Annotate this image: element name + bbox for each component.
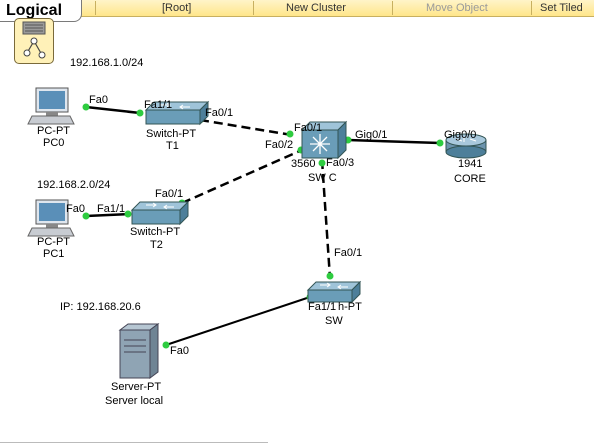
link-light: [326, 272, 334, 280]
device-name-label: SW C: [308, 172, 337, 184]
pc0-device[interactable]: [27, 87, 75, 125]
link-light: [162, 341, 170, 349]
device-type-label: PC-PT: [37, 236, 70, 248]
server-icon: [118, 323, 160, 379]
link-light: [286, 130, 294, 138]
switch-sw-device[interactable]: [306, 280, 362, 304]
new-cluster-button[interactable]: New Cluster: [286, 2, 346, 14]
port-label: Fa0/1: [155, 188, 183, 200]
port-label: Fa0/2: [265, 139, 293, 151]
port-label: Fa0/1: [294, 122, 322, 134]
device-name-label: T1: [166, 140, 179, 152]
link-light: [124, 210, 132, 218]
link-light: [318, 159, 326, 167]
device-name-label: T2: [150, 239, 163, 251]
link-pc1-t2[interactable]: [85, 212, 131, 218]
port-label: Fa1/1: [97, 203, 125, 215]
link-t1-swc[interactable]: [199, 118, 293, 137]
logical-mode-tab[interactable]: Logical: [0, 0, 82, 22]
multilayer-switch-swc-device[interactable]: [300, 120, 348, 160]
link-light: [436, 139, 444, 147]
port-label: Fa0/1: [334, 247, 362, 259]
navigation-button[interactable]: [14, 18, 54, 64]
port-label: Fa0/3: [326, 157, 354, 169]
device-name-label: CORE: [454, 173, 486, 185]
link-pc0-t1[interactable]: [85, 105, 141, 115]
port-label: Gig0/1: [355, 129, 387, 141]
canvas-bottom-divider: [0, 442, 268, 443]
link-light: [82, 103, 90, 111]
pc-icon: [27, 87, 75, 125]
cluster-navigation-icon: [22, 21, 46, 59]
link-sw-server[interactable]: [165, 296, 311, 346]
device-type-label: 3560: [291, 158, 315, 170]
device-type-label: 1941: [458, 158, 482, 170]
router-icon: [445, 133, 487, 159]
device-name-label: Server local: [105, 395, 163, 407]
port-label: Fa0/1: [205, 107, 233, 119]
root-button[interactable]: [Root]: [162, 2, 192, 14]
port-label: Fa1/1: [144, 99, 172, 111]
link-lights: [82, 103, 444, 349]
port-label: Fa0: [89, 94, 108, 106]
workspace-toolbar: [Root] New Cluster Move Object Set Tiled: [0, 0, 594, 17]
network-label-1: 192.168.1.0/24: [70, 57, 143, 69]
link-swc-sw[interactable]: [320, 159, 332, 279]
device-type-label: PC-PT: [37, 125, 70, 137]
move-object-button[interactable]: Move Object: [426, 2, 488, 14]
device-name-label: PC0: [43, 137, 64, 149]
link-light: [82, 212, 90, 220]
link-light: [136, 109, 144, 117]
port-label: Fa0: [170, 345, 189, 357]
device-name-label: SW: [325, 315, 343, 327]
switch-t2-device[interactable]: [130, 200, 190, 226]
device-type-label: Switch-PT: [146, 128, 196, 140]
switch-t1-device[interactable]: [144, 100, 210, 126]
network-label-2: 192.168.2.0/24: [37, 179, 110, 191]
device-type-label: Server-PT: [111, 381, 161, 393]
toolbar-separator: [253, 1, 254, 15]
link-swc-core[interactable]: [347, 138, 441, 145]
port-label: Fa0: [66, 203, 85, 215]
device-name-label: PC1: [43, 248, 64, 260]
toolbar-separator: [95, 1, 96, 15]
port-label: Fa1/1: [308, 301, 336, 313]
router-core-device[interactable]: [445, 133, 487, 159]
multilayer-switch-icon: [300, 120, 348, 160]
switch-icon: [306, 280, 362, 304]
switch-icon: [130, 200, 190, 226]
pc1-device[interactable]: [27, 199, 75, 237]
set-tiled-button[interactable]: Set Tiled: [540, 2, 583, 14]
switch-icon: [144, 100, 210, 126]
server-local-device[interactable]: [118, 323, 160, 379]
device-type-label: h-PT: [338, 301, 362, 313]
port-label: Gig0/0: [444, 129, 476, 141]
pc-icon: [27, 199, 75, 237]
toolbar-separator: [392, 1, 393, 15]
toolbar-separator: [531, 1, 532, 15]
server-ip-label: IP: 192.168.20.6: [60, 301, 141, 313]
link-t2-swc[interactable]: [181, 148, 303, 205]
device-type-label: Switch-PT: [130, 226, 180, 238]
